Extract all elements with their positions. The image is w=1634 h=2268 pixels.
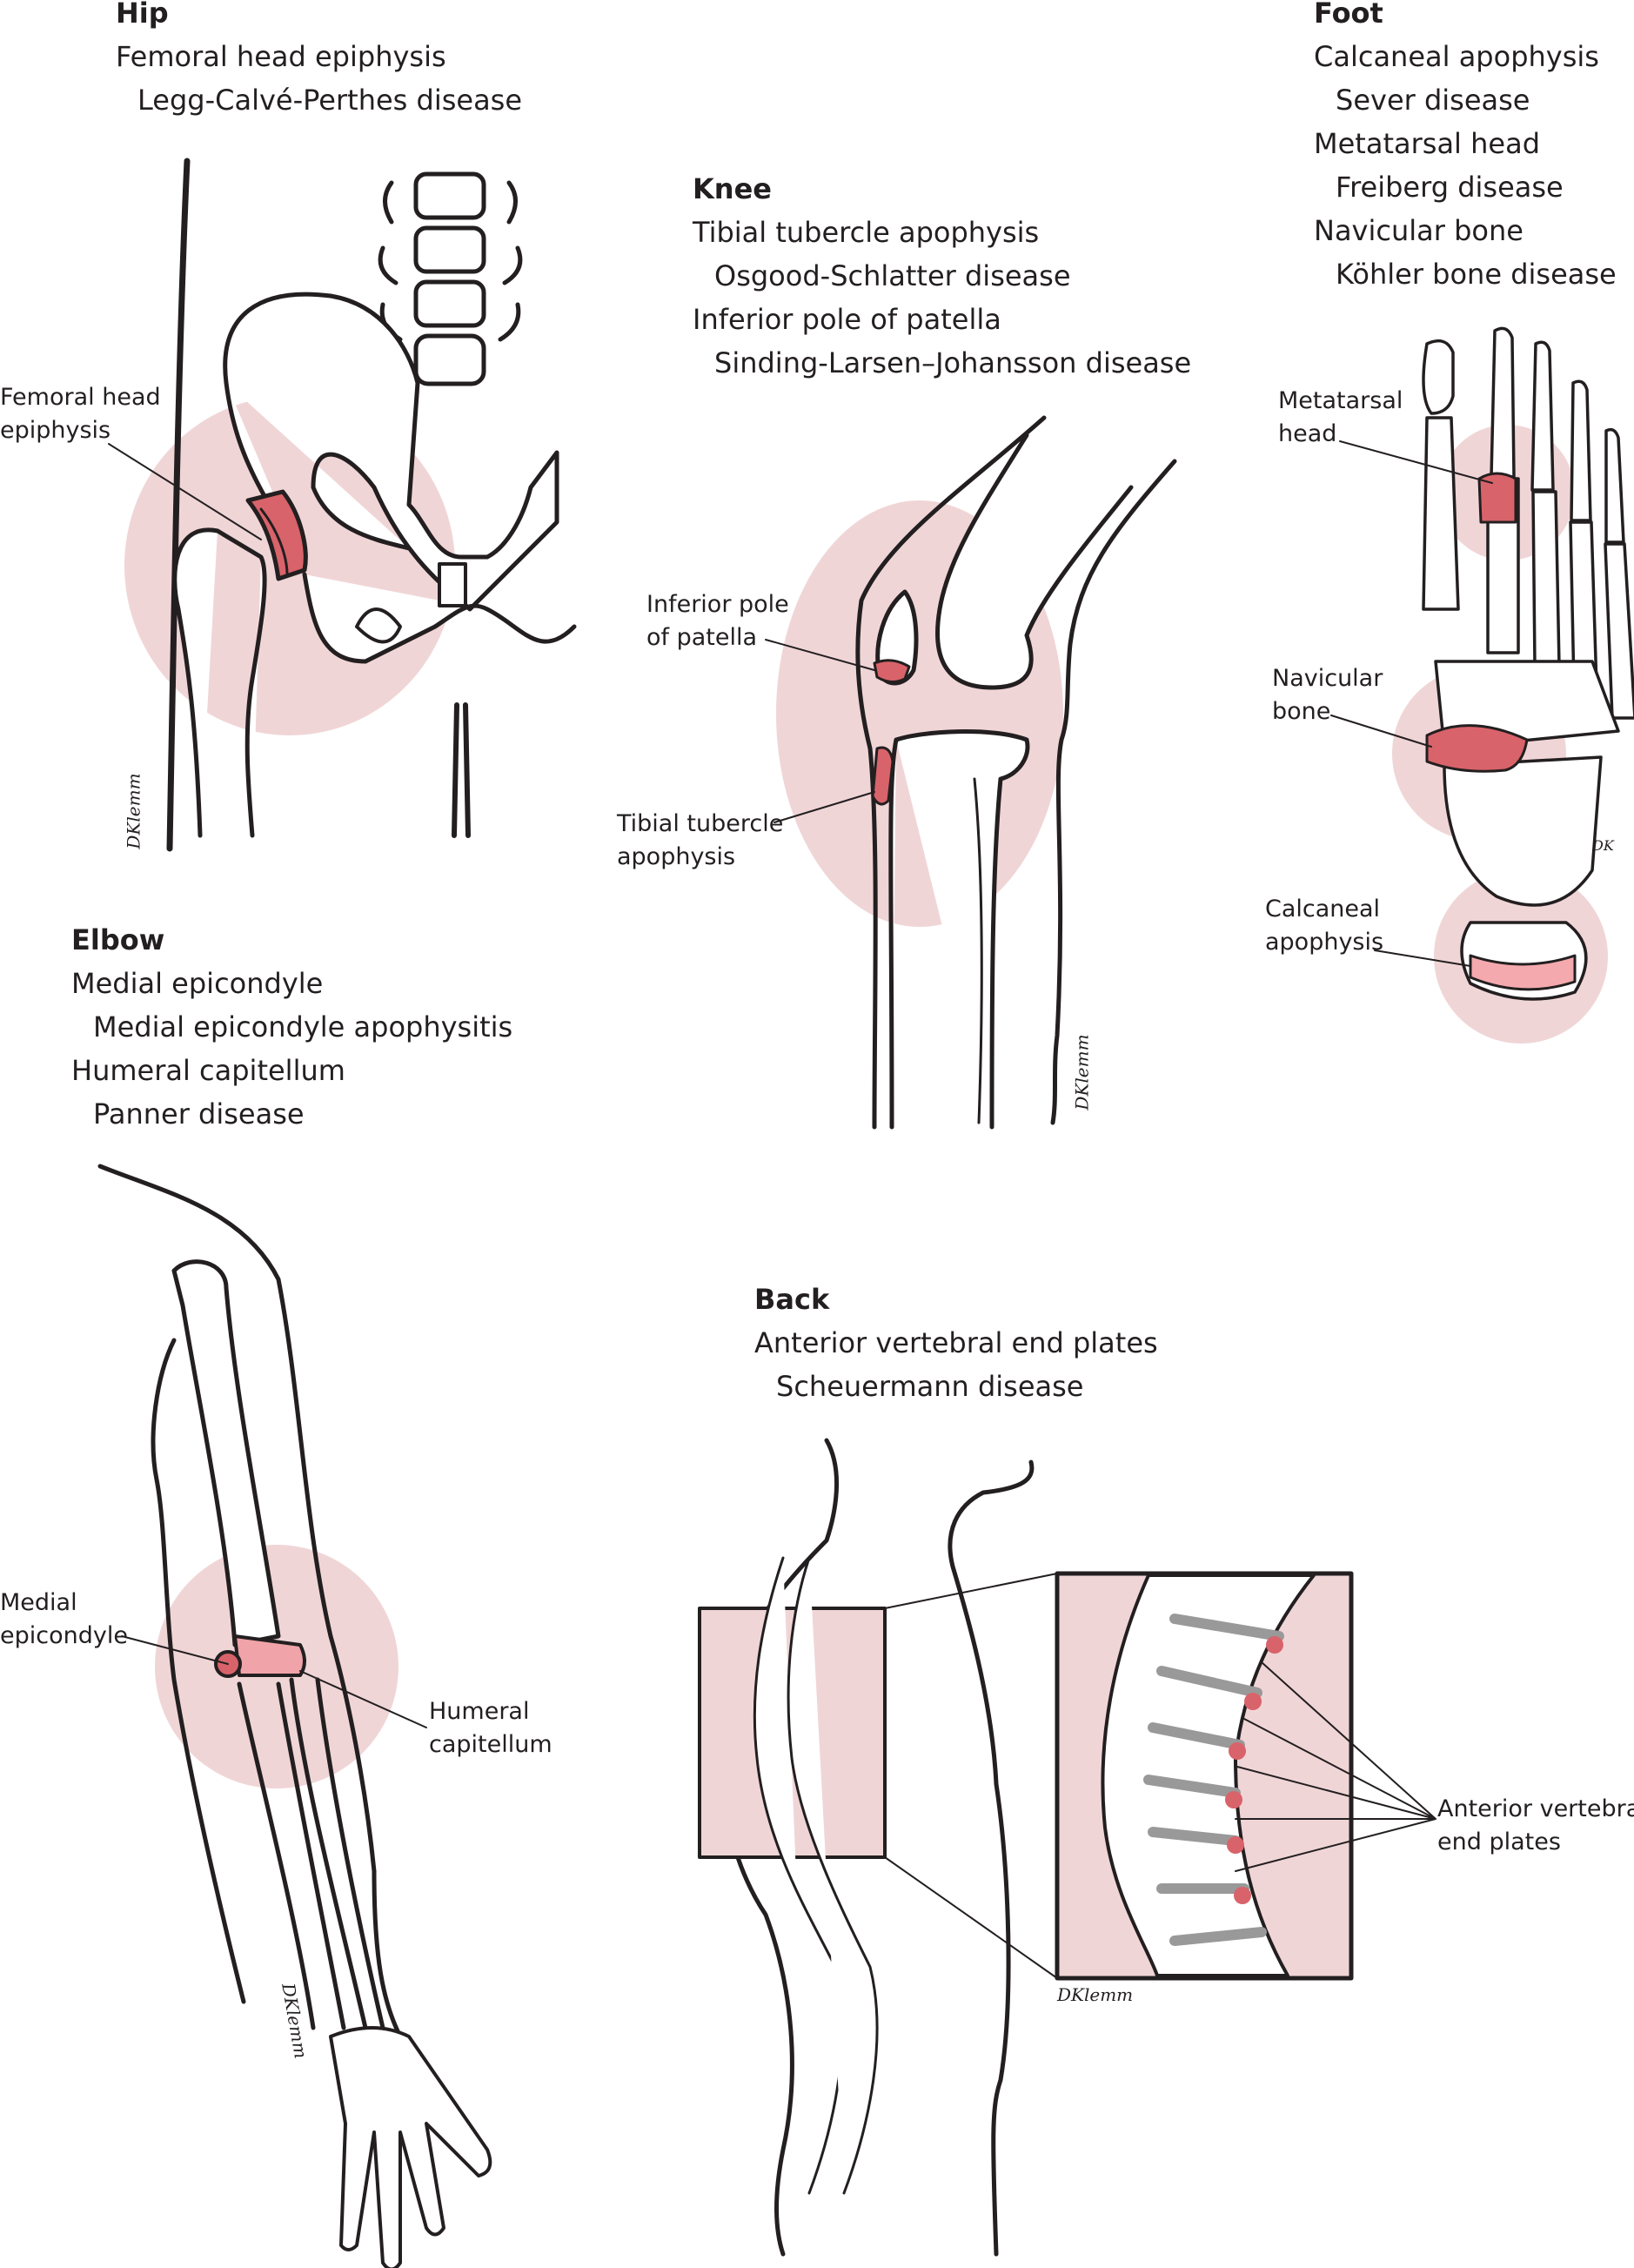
- elbow-site-1: Medial epicondyle: [71, 967, 324, 1000]
- label-line: Calcaneal: [1265, 896, 1381, 923]
- hip-disease: Legg-Calvé-Perthes disease: [137, 84, 523, 117]
- label-line: apophysis: [617, 843, 736, 870]
- label-line: Tibial tubercle: [617, 810, 784, 837]
- foot-disease-1: Sever disease: [1336, 84, 1530, 117]
- end-plate-lesions: [1225, 1636, 1283, 1904]
- femur: [172, 527, 267, 838]
- hip-site: Femoral head epiphysis: [116, 40, 446, 73]
- foot-disease-3: Köhler bone disease: [1336, 258, 1617, 291]
- signature-foot: DK: [1592, 837, 1614, 854]
- inferior-pole-label: Inferior pole of patella: [646, 588, 789, 654]
- foot-site-3: Navicular bone: [1314, 214, 1524, 247]
- back-illustration: [698, 1438, 1436, 2257]
- label-line: apophysis: [1265, 929, 1384, 956]
- back-title: Back: [754, 1283, 830, 1316]
- elbow-disease-1: Medial epicondyle apophysitis: [93, 1010, 513, 1043]
- hand: [329, 2026, 492, 2268]
- arm-illustration: [97, 1164, 492, 2268]
- tibial-tubercle-lesion: [871, 746, 894, 806]
- knee-disease-2: Sinding-Larsen–Johansson disease: [714, 346, 1192, 379]
- back-disease: Scheuermann disease: [776, 1370, 1084, 1403]
- elbow-disease-2: Panner disease: [93, 1097, 305, 1131]
- calcaneal-lesion: [1469, 954, 1577, 991]
- end-plates-label: Anterior vertebral end plates: [1437, 1793, 1634, 1859]
- hip-info: Hip Femoral head epiphysis Legg-Calvé-Pe…: [116, 0, 522, 122]
- label-line: Metatarsal: [1278, 387, 1403, 414]
- signature-knee: DKlemm: [1071, 1034, 1093, 1111]
- medial-epicondyle-label: Medial epicondyle: [0, 1587, 128, 1653]
- back-info: Back Anterior vertebral end plates Scheu…: [754, 1278, 1158, 1408]
- elbow-title: Elbow: [71, 923, 165, 956]
- foot-info: Foot Calcaneal apophysis Sever disease M…: [1314, 0, 1617, 296]
- label-line: capitellum: [429, 1731, 552, 1758]
- hip-title: Hip: [116, 0, 169, 30]
- elbow-site-2: Humeral capitellum: [71, 1054, 345, 1087]
- humeral-capitellum-label: Humeral capitellum: [429, 1695, 552, 1761]
- knee-site-2: Inferior pole of patella: [693, 303, 1001, 336]
- label-line: epicondyle: [0, 1622, 128, 1649]
- metatarsal-head-lesion: [1477, 472, 1517, 524]
- foot-site-1: Calcaneal apophysis: [1314, 40, 1599, 73]
- knee-disease-1: Osgood-Schlatter disease: [714, 259, 1071, 292]
- label-line: of patella: [646, 624, 758, 651]
- label-line: epiphysis: [0, 417, 111, 444]
- femoral-head-label: Femoral head epiphysis: [0, 381, 161, 447]
- signature-hip: DKlemm: [123, 773, 144, 849]
- forearm-bones: [237, 1677, 385, 2030]
- end-plate-discs: [1143, 1614, 1284, 1946]
- label-line: end plates: [1437, 1828, 1561, 1855]
- knee-title: Knee: [693, 172, 772, 205]
- label-line: head: [1278, 420, 1337, 447]
- navicular-label: Navicular bone: [1272, 662, 1383, 728]
- tibial-tubercle-label: Tibial tubercle apophysis: [617, 808, 783, 874]
- humerus: [171, 1259, 281, 1647]
- label-line: bone: [1272, 698, 1331, 725]
- humeral-capitellum-lesion: [233, 1634, 306, 1677]
- foot-title: Foot: [1314, 0, 1383, 30]
- hip-illustration: [108, 158, 577, 852]
- foot-bones: [1422, 326, 1634, 1001]
- label-line: Inferior pole: [646, 591, 789, 618]
- foot-disease-2: Freiberg disease: [1336, 171, 1564, 204]
- knee-site-1: Tibial tubercle apophysis: [693, 216, 1040, 249]
- knee-illustration: [765, 415, 1177, 1130]
- foot-site-2: Metatarsal head: [1314, 127, 1540, 160]
- navicular-lesion: [1425, 724, 1529, 773]
- label-line: Navicular: [1272, 665, 1383, 692]
- calcaneal-label: Calcaneal apophysis: [1265, 893, 1383, 959]
- metatarsal-head-label: Metatarsal head: [1278, 385, 1403, 451]
- label-line: Medial: [0, 1589, 77, 1616]
- label-line: Anterior vertebral: [1437, 1795, 1634, 1822]
- vertebral-column: [753, 1556, 879, 2195]
- signature-back: DKlemm: [1057, 1984, 1134, 2005]
- elbow-info: Elbow Medial epicondyle Medial epicondyl…: [71, 918, 512, 1136]
- foot-illustration: [1330, 326, 1634, 1043]
- lumbar-spine: [378, 171, 523, 386]
- patella-lesion: [873, 659, 911, 683]
- back-site: Anterior vertebral end plates: [754, 1326, 1158, 1359]
- label-line: Humeral: [429, 1698, 530, 1725]
- knee-info: Knee Tibial tubercle apophysis Osgood-Sc…: [693, 167, 1191, 385]
- femur-distal: [935, 433, 1134, 690]
- label-line: Femoral head: [0, 384, 161, 411]
